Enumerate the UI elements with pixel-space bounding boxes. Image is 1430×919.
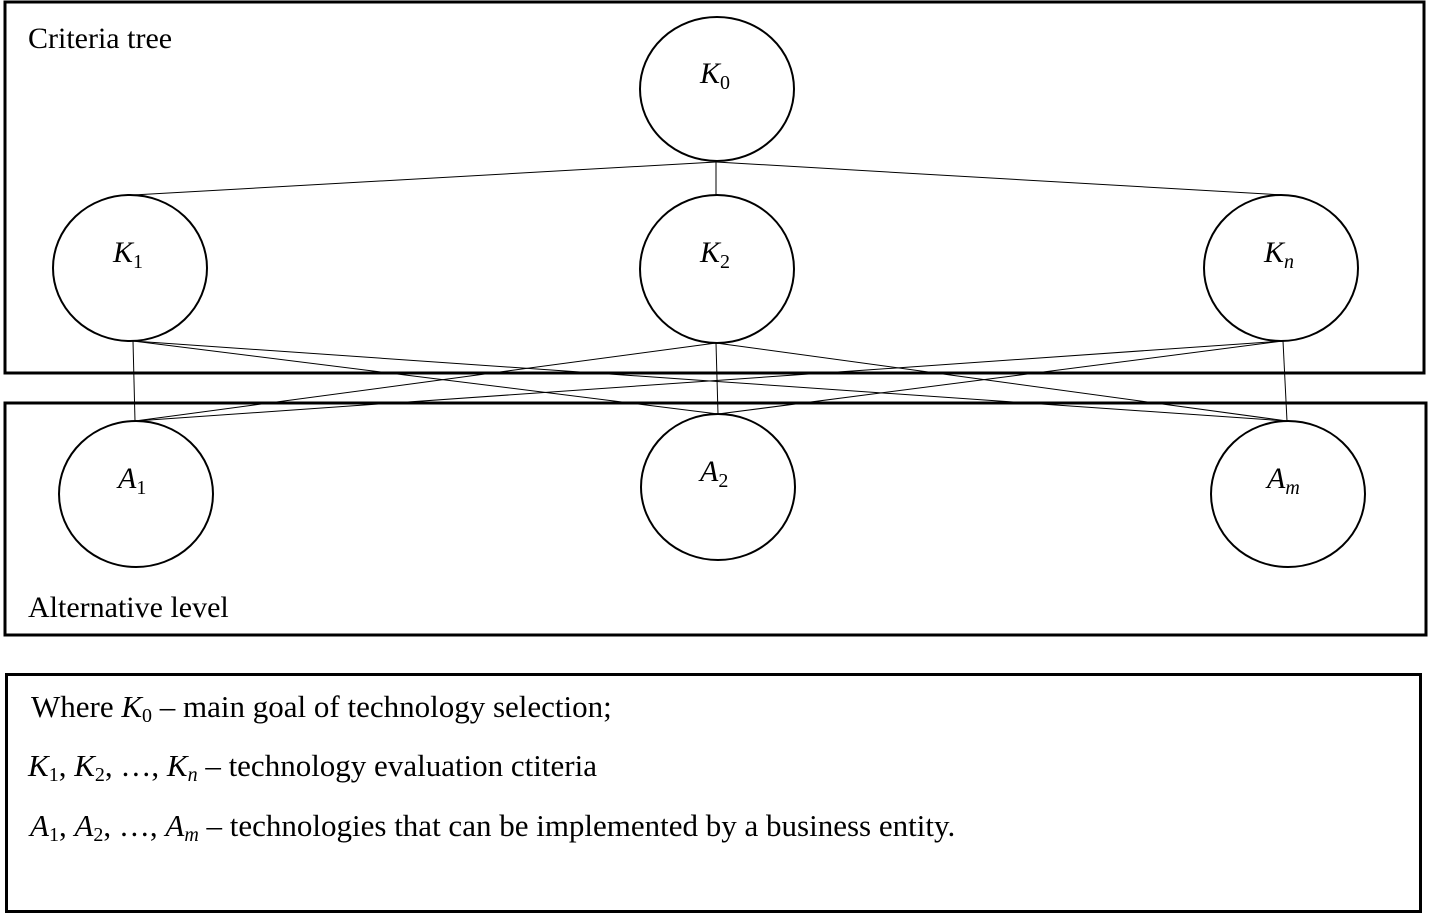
- goal-edges: [132, 161, 1284, 196]
- node-k0-label: K0: [699, 57, 730, 94]
- node-a1-label: A1: [116, 462, 146, 499]
- node-a1-circle: [58, 420, 214, 568]
- node-k1: K1: [52, 194, 208, 342]
- legend-line-goal: Where K0 – main goal of technology selec…: [31, 689, 612, 727]
- node-a1: A1: [58, 420, 214, 568]
- node-am-circle: [1210, 420, 1366, 568]
- node-kn-label: Kn: [1263, 236, 1294, 273]
- edge-kn-a2: [717, 340, 1284, 415]
- node-k2: K2: [639, 194, 795, 344]
- edge-k1-a2: [132, 340, 719, 415]
- node-a2: A2: [640, 413, 796, 561]
- node-kn-circle: [1203, 194, 1359, 342]
- node-a2-label: A2: [698, 455, 728, 492]
- edge-k0-kn: [715, 161, 1284, 196]
- node-am-label: Am: [1265, 462, 1300, 499]
- node-k2-circle: [639, 194, 795, 344]
- alternative-level-panel: [3, 401, 1428, 637]
- node-k0: K0: [639, 16, 795, 162]
- legend-line-alternatives: A1, A2, …, Am – technologies that can be…: [30, 808, 956, 846]
- edge-k0-k1: [132, 161, 717, 196]
- node-am: Am: [1210, 420, 1366, 568]
- node-k1-circle: [52, 194, 208, 342]
- node-k2-label: K2: [699, 236, 730, 273]
- legend-box: Where K0 – main goal of technology selec…: [5, 673, 1422, 913]
- edge-kn-a1: [134, 340, 1284, 422]
- node-k0-circle: [639, 16, 795, 162]
- alternative-level-title: Alternative level: [28, 591, 229, 624]
- legend-line-criteria: K1, K2, …, Kn – technology evaluation ct…: [28, 748, 597, 786]
- criteria-diagram: Criteria tree Alternative level K0 K1 K2…: [3, 0, 1428, 637]
- criteria-tree-panel: [3, 0, 1426, 375]
- edge-k2-a2: [715, 342, 719, 415]
- node-kn: Kn: [1203, 194, 1359, 342]
- edge-k2-a1: [134, 342, 717, 422]
- node-k1-label: K1: [112, 236, 143, 273]
- edge-k2-am: [715, 342, 1288, 422]
- edge-k1-a1: [132, 340, 136, 422]
- criteria-tree-title: Criteria tree: [28, 22, 172, 55]
- edge-kn-am: [1282, 340, 1288, 422]
- criteria-alternative-edges: [132, 340, 1288, 422]
- node-a2-circle: [640, 413, 796, 561]
